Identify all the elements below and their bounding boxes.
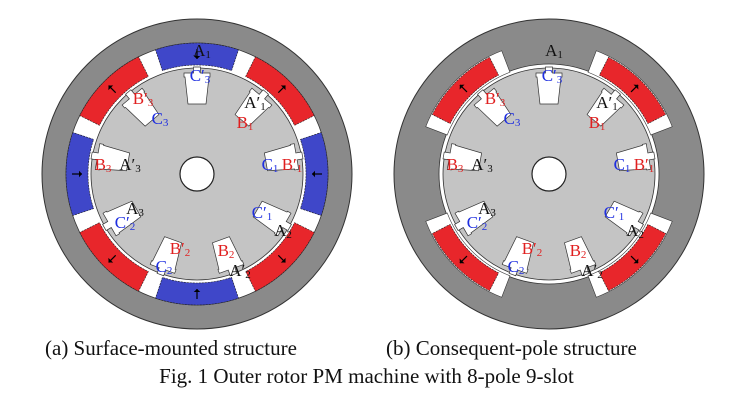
coil-label-c-prime3: C′3 xyxy=(542,66,563,86)
stator-slot xyxy=(501,236,534,277)
coil-label-a2: A2 xyxy=(274,221,292,241)
coil-label-c1: C1 xyxy=(614,155,631,175)
coil-label-b-prime2: B′2 xyxy=(522,239,543,259)
coil-label-b1: B1 xyxy=(589,113,606,133)
coil-label-a3: A3 xyxy=(126,199,144,219)
caption-surface-mounted: (a) Surface-mounted structure xyxy=(45,336,297,360)
coil-label-c3: C3 xyxy=(152,109,169,129)
coil-label-a-prime1: A′1 xyxy=(244,93,266,113)
coil-label-b2: B2 xyxy=(218,241,235,261)
arrow-head-icon xyxy=(633,84,639,90)
arrow-head-icon xyxy=(459,84,465,90)
stator-slot xyxy=(234,87,273,127)
coil-label-a-prime3: A′3 xyxy=(471,155,493,175)
stator-slot xyxy=(212,236,245,277)
caption-consequent-pole: (b) Consequent-pole structure xyxy=(386,336,637,360)
stator-slot xyxy=(102,200,142,237)
stator-slot xyxy=(586,87,625,127)
coil-label-c1: C1 xyxy=(262,155,279,175)
coil-label-c-prime2: C′2 xyxy=(467,213,488,233)
stator-slot xyxy=(90,143,131,172)
stator-slot xyxy=(615,143,656,172)
coil-label-b-prime3: B′3 xyxy=(485,89,506,109)
coil-label-a1: A1 xyxy=(193,41,211,61)
stator-slot xyxy=(442,143,483,172)
stator-slot xyxy=(263,143,304,172)
coil-label-c3: C3 xyxy=(504,109,521,129)
shaft-hole xyxy=(179,156,215,192)
stator-slot xyxy=(183,66,211,105)
stator-slot xyxy=(535,66,563,105)
stator-slot xyxy=(454,200,494,237)
coil-label-b-prime1: B′1 xyxy=(634,155,655,175)
shaft-hole xyxy=(531,156,567,192)
coil-label-b2: B2 xyxy=(570,241,587,261)
coil-label-a-prime1: A′1 xyxy=(596,93,618,113)
coil-label-a3: A3 xyxy=(478,199,496,219)
stator-slot xyxy=(604,200,644,237)
coil-label-b1: B1 xyxy=(237,113,254,133)
stator-slot xyxy=(564,236,597,277)
coil-label-a1: A1 xyxy=(545,41,563,61)
stator-slot xyxy=(149,236,182,277)
coil-label-b-prime2: B′2 xyxy=(170,239,191,259)
coil-label-c-prime2: C′2 xyxy=(115,213,136,233)
coil-label-a-prime2: A′2 xyxy=(229,261,251,281)
arrow-head-icon xyxy=(459,258,465,264)
arrow-head-icon xyxy=(280,85,286,91)
arrow-head-icon xyxy=(108,85,114,91)
arrow-head-icon xyxy=(108,257,114,263)
stator-slot xyxy=(473,87,512,127)
coil-label-b3: B3 xyxy=(95,155,112,175)
coil-label-a-prime2: A′2 xyxy=(581,261,603,281)
coil-label-b-prime3: B′3 xyxy=(133,89,154,109)
arrow-head-icon xyxy=(193,56,201,59)
coil-label-c-prime1: C′1 xyxy=(604,203,625,223)
stator-slot xyxy=(252,200,292,237)
coil-label-a-prime3: A′3 xyxy=(119,155,141,175)
coil-label-c2: C2 xyxy=(156,257,173,277)
coil-label-b-prime1: B′1 xyxy=(282,155,303,175)
coil-label-b3: B3 xyxy=(447,155,464,175)
coil-label-c-prime3: C′3 xyxy=(190,66,211,86)
coil-label-c2: C2 xyxy=(508,257,525,277)
arrow-head-icon xyxy=(79,170,82,178)
arrow-head-icon xyxy=(633,258,639,264)
figure-caption: Fig. 1 Outer rotor PM machine with 8-pol… xyxy=(159,364,574,388)
arrow-head-icon xyxy=(312,170,315,178)
coil-label-c-prime1: C′1 xyxy=(252,203,273,223)
coil-label-a2: A2 xyxy=(626,221,644,241)
arrow-head-icon xyxy=(193,289,201,292)
stator-slot xyxy=(121,87,160,127)
arrow-head-icon xyxy=(280,257,286,263)
